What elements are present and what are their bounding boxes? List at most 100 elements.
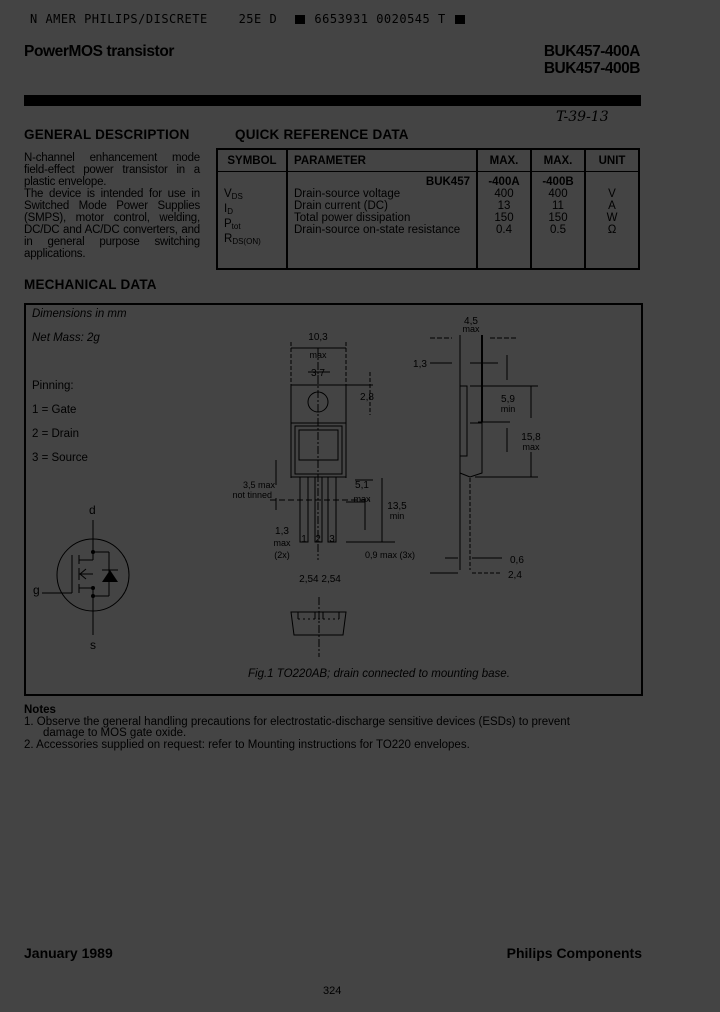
dim-lead-width-count: (2x)	[274, 550, 290, 560]
type-a: -400A	[488, 176, 520, 188]
max-a-cell: -400A 400 13 150 0.4	[476, 171, 531, 269]
value: 400	[548, 188, 568, 200]
scan-header-code: 25E D	[238, 12, 278, 26]
parameter-text: Drain current (DC)	[294, 200, 388, 212]
table-body: VDS ID Ptot RDS(ON) BUK457 Drain-source …	[217, 171, 639, 270]
general-description-text: N-channel enhancement mode field-effect …	[24, 152, 200, 260]
pin-number-3: 3	[329, 534, 335, 545]
unit: Ω	[607, 224, 617, 236]
scan-header: N AMER PHILIPS/DISCRETE 25E D 6653931 00…	[30, 12, 467, 26]
dim-tab: 1,3	[413, 359, 427, 370]
pin-number-2: 2	[315, 534, 321, 545]
drain-label: d	[89, 503, 96, 517]
dim-lead-length: 13,5	[387, 501, 407, 512]
type-label: BUK457	[425, 176, 470, 188]
value: 400	[494, 188, 514, 200]
dim-hole-dist: 5,9	[501, 394, 515, 405]
col-max-a: MAX.	[476, 149, 531, 172]
col-unit: UNIT	[584, 149, 639, 172]
value: 150	[494, 212, 514, 224]
dim-tab-leads-note: max	[353, 494, 371, 504]
dim-lead-thk: 0,6	[510, 555, 524, 566]
mechanical-data-heading: MECHANICAL DATA	[24, 277, 157, 292]
dim-lead-width-note: max	[273, 538, 291, 548]
quick-reference-heading: QUICK REFERENCE DATA	[235, 127, 409, 142]
dim-body-length: 15,8	[521, 432, 541, 443]
to220-front-view-drawing: 10,3 max 3,7 2,8 3,5 max not tinned 5,1 …	[232, 332, 415, 585]
table-header-row: SYMBOL PARAMETER MAX. MAX. UNIT	[217, 149, 639, 172]
description-paragraph: N-channel enhancement mode field-effect …	[24, 152, 200, 188]
max-b-cell: -400B 400 11 150 0.5	[530, 171, 585, 269]
source-label: s	[90, 638, 96, 652]
dim-body-length-note: max	[522, 442, 540, 452]
unit: V	[608, 188, 616, 200]
part-numbers: BUK457-400A BUK457-400B	[543, 43, 641, 77]
title-rule	[24, 95, 641, 106]
handwritten-note: T-39-13	[556, 109, 609, 125]
page-title: PowerMOS transistor	[24, 43, 175, 60]
pin-2: 2 = Drain	[32, 428, 79, 440]
unit: A	[608, 200, 616, 212]
unit-cell: V A W Ω	[584, 171, 639, 269]
col-max-b: MAX.	[530, 149, 585, 172]
parameter-cell: BUK457 Drain-source voltage Drain curren…	[286, 171, 477, 269]
symbol-ptot: Ptot	[224, 218, 241, 231]
part-number-b: BUK457-400B	[543, 60, 641, 77]
dim-pitch: 2,54 2,54	[299, 574, 341, 585]
to220-side-view-drawing: 4,5 max 1,3 5,9 min 15,8 max 0,6 2,4	[413, 316, 541, 581]
net-mass: Net Mass: 2g	[32, 332, 100, 344]
mosfet-symbol-icon	[42, 520, 130, 635]
to220-bottom-view-drawing	[290, 597, 347, 657]
symbol-vds: VDS	[224, 188, 243, 201]
dim-thickness-note: max	[462, 324, 480, 334]
footer-company: Philips Components	[506, 945, 642, 961]
value: 11	[552, 200, 564, 212]
dim-width: 10,3	[308, 332, 328, 343]
value: 13	[497, 200, 511, 212]
dim-thickness: 4,5	[464, 316, 478, 327]
scan-header-left: N AMER PHILIPS/DISCRETE	[30, 12, 208, 26]
symbol-id: ID	[224, 203, 233, 216]
pin-1: 1 = Gate	[32, 404, 77, 416]
pinning-label: Pinning:	[32, 380, 74, 392]
value: 0.5	[550, 224, 566, 236]
page-number: 324	[323, 985, 342, 997]
general-description-heading: GENERAL DESCRIPTION	[24, 127, 190, 142]
dim-lead-thickness: 0,9 max (3x)	[365, 550, 415, 560]
note-2: 2. Accessories supplied on request: refe…	[24, 739, 470, 751]
type-b: -400B	[542, 176, 574, 188]
dimensions-note: Dimensions in mm	[32, 308, 127, 320]
description-paragraph: The device is intended for use in Switch…	[24, 188, 200, 260]
dim-not-tinned: 3,5 max	[243, 480, 276, 490]
gate-label: g	[33, 583, 40, 597]
block-mark	[455, 15, 466, 24]
pin-number-1: 1	[301, 534, 307, 545]
quick-reference-table: SYMBOL PARAMETER MAX. MAX. UNIT VDS ID P…	[216, 148, 640, 270]
value: 150	[548, 212, 568, 224]
parameter-text: Drain-source on-state resistance	[294, 224, 461, 236]
mechanical-drawing-frame	[24, 303, 643, 696]
symbol-rdson: RDS(ON)	[224, 233, 261, 246]
col-parameter: PARAMETER	[286, 149, 477, 172]
dim-lead-offset: 2,4	[508, 570, 522, 581]
notes-heading: Notes	[24, 704, 56, 716]
scan-header-numbers: 6653931 0020545 T	[314, 12, 446, 26]
dim-tab-leads: 5,1	[355, 480, 369, 491]
unit: W	[606, 212, 618, 224]
value: 0.4	[496, 224, 512, 236]
dim-hole-dist-note: min	[501, 404, 516, 414]
note-1-cont: damage to MOS gate oxide.	[43, 727, 187, 739]
dim-lead-width: 1,3	[275, 526, 289, 537]
dim-not-tinned-note: not tinned	[232, 490, 272, 500]
dim-hole: 3,7	[311, 368, 325, 379]
dim-width-note: max	[309, 350, 327, 360]
part-number-a: BUK457-400A	[543, 43, 641, 60]
dim-lead-length-note: min	[390, 511, 405, 521]
figure-caption: Fig.1 TO220AB; drain connected to mounti…	[248, 668, 510, 680]
dim-hole-offset: 2,8	[360, 392, 374, 403]
symbol-cell: VDS ID Ptot RDS(ON)	[217, 172, 287, 270]
note-1: 1. Observe the general handling precauti…	[24, 716, 570, 728]
parameter-text: Drain-source voltage	[294, 188, 401, 200]
block-mark	[294, 15, 305, 24]
footer-date: January 1989	[24, 945, 113, 961]
